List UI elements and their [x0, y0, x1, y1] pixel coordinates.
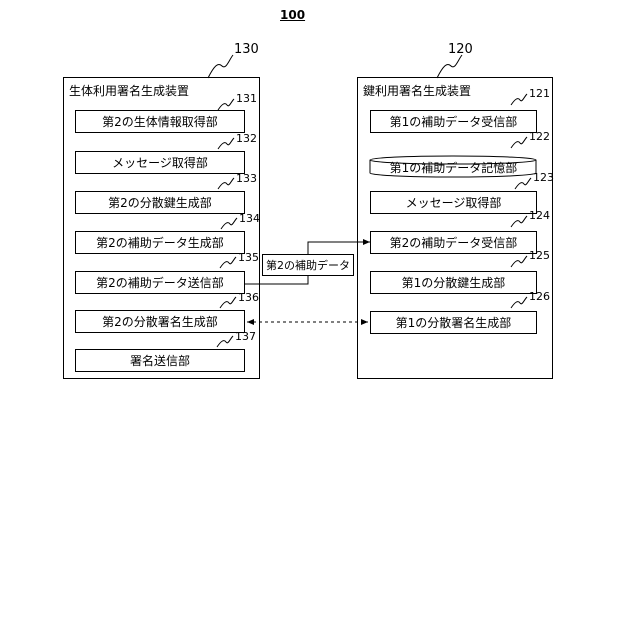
unit-ref-123: 123 — [533, 171, 554, 184]
device-ref-120: 120 — [448, 42, 473, 57]
leader-line-130 — [208, 55, 233, 78]
unit-ref-137: 137 — [235, 330, 256, 343]
unit-ref-136: 136 — [238, 291, 259, 304]
left-message-acquisition-unit: メッセージ取得部 — [75, 151, 245, 174]
second-biometric-acquisition-unit: 第2の生体情報取得部 — [75, 110, 245, 133]
second-auxiliary-data-transmission-unit: 第2の補助データ送信部 — [75, 271, 245, 294]
unit-ref-125: 125 — [529, 249, 550, 262]
signature-transmission-unit: 署名送信部 — [75, 349, 245, 372]
unit-ref-133: 133 — [236, 172, 257, 185]
key-signature-device-title: 鍵利用署名生成装置 — [363, 82, 471, 99]
device-ref-130: 130 — [234, 42, 259, 57]
second-auxiliary-data-reception-unit: 第2の補助データ受信部 — [370, 231, 537, 254]
first-distributed-key-generation-unit: 第1の分散鍵生成部 — [370, 271, 537, 294]
unit-ref-126: 126 — [529, 290, 550, 303]
first-auxiliary-data-storage-unit: 第1の補助データ記憶部 — [370, 156, 537, 179]
second-auxiliary-data-generation-unit: 第2の補助データ生成部 — [75, 231, 245, 254]
unit-ref-124: 124 — [529, 209, 550, 222]
first-auxiliary-data-reception-unit: 第1の補助データ受信部 — [370, 110, 537, 133]
second-distributed-signature-generation-unit: 第2の分散署名生成部 — [75, 310, 245, 333]
unit-ref-131: 131 — [236, 92, 257, 105]
unit-ref-121: 121 — [529, 87, 550, 100]
unit-ref-135: 135 — [238, 251, 259, 264]
leader-line-120 — [437, 55, 462, 78]
first-distributed-signature-generation-unit: 第1の分散署名生成部 — [370, 311, 537, 334]
second-auxiliary-data-transfer-label: 第2の補助データ — [262, 254, 354, 276]
unit-ref-132: 132 — [236, 132, 257, 145]
right-message-acquisition-unit: メッセージ取得部 — [370, 191, 537, 214]
unit-ref-122: 122 — [529, 130, 550, 143]
biometric-signature-device-title: 生体利用署名生成装置 — [69, 82, 189, 99]
unit-ref-134: 134 — [239, 212, 260, 225]
second-distributed-key-generation-unit: 第2の分散鍵生成部 — [75, 191, 245, 214]
